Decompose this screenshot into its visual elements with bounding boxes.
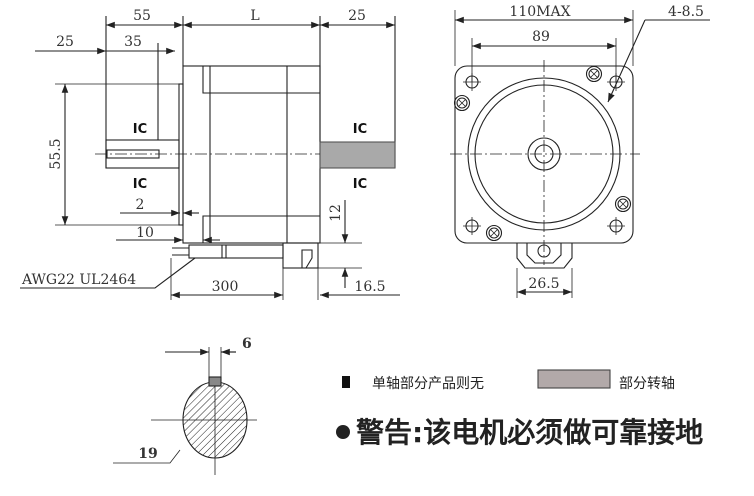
side-view: 55 L 25 25 35 IC IC IC IC 55.5 2 bbox=[20, 8, 400, 300]
mounting-holes bbox=[463, 73, 625, 235]
black-square-note: 单轴部分产品则无 bbox=[372, 376, 484, 392]
front-shaft bbox=[319, 141, 396, 169]
dim-6: 6 bbox=[242, 336, 252, 352]
dim-25-top: 25 bbox=[348, 8, 366, 24]
dim-19: 19 bbox=[138, 446, 157, 462]
flange bbox=[178, 83, 184, 226]
dim-10: 10 bbox=[136, 225, 154, 241]
dim-2: 2 bbox=[136, 197, 145, 213]
bottom-tab bbox=[516, 243, 573, 269]
screws bbox=[453, 65, 632, 242]
dim-16-5: 16.5 bbox=[354, 279, 385, 295]
cable bbox=[188, 244, 284, 259]
legend: 单轴部分产品则无 部分转轴 警告:该电机必须做可靠接地 bbox=[336, 369, 703, 449]
bullet-icon bbox=[336, 425, 350, 439]
dim-55-5: 55.5 bbox=[48, 138, 64, 169]
ic-label: IC bbox=[353, 122, 367, 137]
shaft-section: 6 19 bbox=[113, 336, 257, 475]
dim-25-left: 25 bbox=[56, 34, 74, 50]
front-view: 110MAX 89 4-8.5 26.5 bbox=[450, 4, 710, 298]
ic-label: IC bbox=[133, 122, 147, 137]
dim-89: 89 bbox=[532, 29, 550, 45]
dim-holes: 4-8.5 bbox=[668, 4, 704, 20]
cable-leader bbox=[20, 257, 196, 289]
black-square-icon bbox=[342, 376, 350, 388]
warning-text: 警告:该电机必须做可靠接地 bbox=[356, 416, 703, 449]
dim-300: 300 bbox=[212, 279, 239, 295]
ic-label: IC bbox=[353, 177, 367, 192]
dim-12: 12 bbox=[328, 204, 344, 222]
cable-gland bbox=[282, 242, 319, 269]
dim-L: L bbox=[250, 8, 259, 24]
grey-rect-note: 部分转轴 bbox=[619, 376, 675, 392]
ic-label: IC bbox=[133, 177, 147, 192]
dim-26-5: 26.5 bbox=[528, 276, 559, 292]
dim-55: 55 bbox=[133, 8, 151, 24]
dim-35: 35 bbox=[124, 34, 142, 50]
grey-rect-icon bbox=[537, 369, 611, 389]
cable-label: AWG22 UL2464 bbox=[21, 272, 136, 288]
dim-110max: 110MAX bbox=[509, 4, 570, 20]
